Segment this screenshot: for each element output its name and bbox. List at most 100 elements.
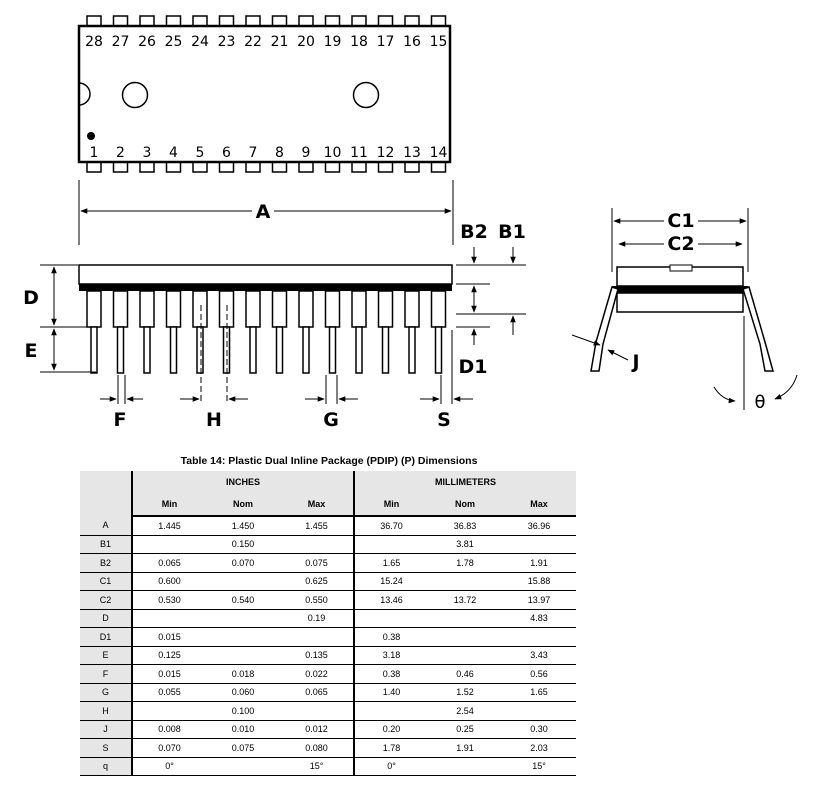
lead-shoulder — [377, 290, 394, 328]
pin-stub — [351, 161, 367, 173]
dimension-value — [280, 701, 354, 721]
dimension-value — [353, 535, 428, 554]
dimension-value — [428, 627, 502, 647]
dimension-value: 0.20 — [353, 720, 428, 739]
pin-stub — [218, 161, 235, 173]
pin-number-label: 15 — [430, 34, 448, 50]
dimension-symbol: B2 — [80, 553, 133, 573]
pin-number-label: 6 — [222, 145, 231, 161]
pin-stub — [351, 15, 367, 27]
dimension-value: 3.18 — [353, 646, 428, 665]
pin-number-label: 17 — [377, 34, 395, 50]
dimension-value — [428, 646, 502, 665]
pin-stub — [86, 161, 102, 173]
pin-stub — [245, 15, 261, 27]
dimension-value — [206, 572, 280, 591]
dimension-value: 0.015 — [132, 664, 206, 684]
lead-shoulder — [298, 290, 314, 328]
pin-number-label: 12 — [377, 145, 395, 161]
dimension-value: 2.03 — [502, 738, 576, 758]
dimension-value: 0.56 — [502, 664, 576, 684]
dimension-value: 4.83 — [502, 609, 576, 628]
label-c2: C2 — [667, 233, 694, 255]
pin-stub — [245, 161, 261, 173]
dimension-value: 1.78 — [428, 553, 502, 573]
dimension-symbol: H — [80, 701, 133, 721]
lead-tip — [196, 326, 204, 374]
lead-shoulder — [351, 290, 367, 328]
label-b2: B2 — [460, 221, 488, 243]
pin-number-label: 16 — [403, 34, 421, 50]
dimension-value — [206, 646, 280, 665]
pin-number-label: 21 — [271, 34, 289, 50]
dimension-value: 3.81 — [428, 535, 502, 554]
dimensions-table: INCHES MILLIMETERS Min Nom Max Min Nom M… — [80, 471, 576, 776]
dimension-value: 13.72 — [428, 590, 502, 610]
pin-number-label: 2 — [116, 145, 125, 161]
dimension-value: 0.070 — [206, 553, 280, 573]
pin-stub — [192, 161, 208, 173]
dimension-value: 0.075 — [280, 553, 354, 573]
pin-stub — [218, 15, 235, 27]
pin-number-label: 3 — [143, 145, 152, 161]
lead-tip — [249, 326, 257, 374]
lead-tip — [275, 326, 284, 374]
table-row: H 0.100 2.54 — [80, 701, 576, 721]
dimension-value: 2.54 — [428, 701, 502, 721]
dimension-value: 36.70 — [353, 516, 428, 536]
lead-tip — [328, 326, 337, 374]
dimension-value: 15° — [502, 757, 576, 776]
lead-shoulder — [86, 290, 102, 328]
lead-shoulder — [430, 290, 447, 328]
dimension-value — [132, 701, 206, 721]
top-view-pin-stubs-bottom — [86, 161, 447, 173]
dimension-value: 0.012 — [280, 720, 354, 739]
side-view-leads — [86, 290, 447, 374]
end-view: C1 C2 J θ — [571, 208, 798, 413]
end-lead-left — [590, 286, 619, 372]
side-body-parting-line — [79, 284, 452, 291]
dimension-symbol: C1 — [80, 572, 133, 591]
pin-stub — [112, 161, 129, 173]
pin-number-label: 1 — [90, 145, 99, 161]
label-b1: B1 — [498, 221, 526, 243]
lead-shoulder — [324, 290, 341, 328]
dimension-value: 1.78 — [353, 738, 428, 758]
dimension-value — [502, 535, 576, 554]
label-a: A — [256, 201, 271, 223]
pin-stub — [165, 161, 182, 173]
dimension-value: 0.100 — [206, 701, 280, 721]
end-body-lower — [616, 292, 744, 313]
pin-stub — [404, 161, 420, 173]
dimension-value: 1.91 — [502, 553, 576, 573]
dimension-value: 0.530 — [132, 590, 206, 610]
pin-stub — [192, 15, 208, 27]
dimension-value — [502, 627, 576, 647]
dimension-value — [502, 701, 576, 721]
dimension-value: 0.018 — [206, 664, 280, 684]
dimension-value: 15° — [280, 757, 354, 776]
dimension-value: 0.30 — [502, 720, 576, 739]
group-header-millimeters: MILLIMETERS — [353, 471, 576, 492]
dimension-value: 0.065 — [132, 553, 206, 573]
pin-1-indicator-dot — [87, 132, 95, 140]
pin-stub — [139, 15, 155, 27]
dimension-symbol: S — [80, 738, 133, 758]
dimension-value: 13.97 — [502, 590, 576, 610]
lead-tip — [434, 326, 443, 374]
label-g: G — [323, 409, 339, 431]
dimension-value: 0.080 — [280, 738, 354, 758]
pin-stub — [165, 15, 182, 27]
dimension-value: 0.125 — [132, 646, 206, 665]
pin-number-label: 4 — [169, 145, 178, 161]
